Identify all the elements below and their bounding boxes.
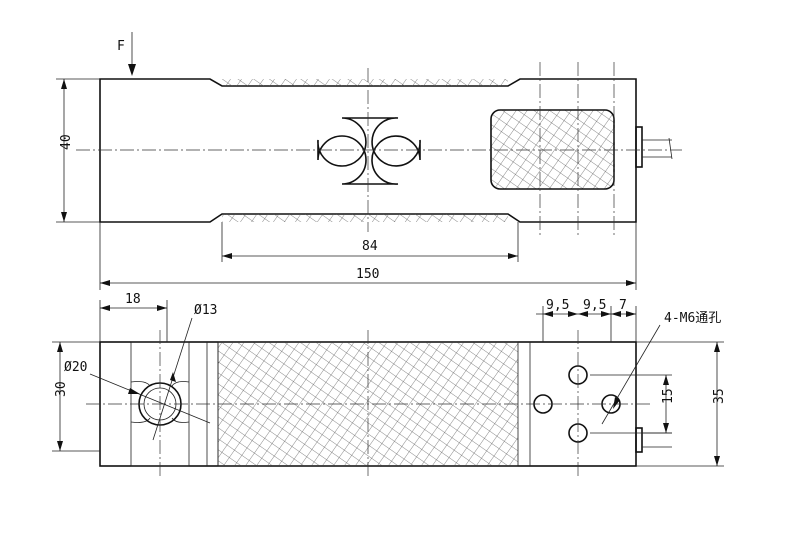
leader-m6 [601,324,661,425]
dim-pitch-row [536,306,637,342]
hole-note-label: 4-M6通孔 [664,311,721,326]
force-label: F [117,39,125,54]
dim-height-30 [52,341,100,452]
dim-edge-label: 18 [125,292,141,307]
dim-height-35 [636,341,724,467]
dim-height-15 [590,374,672,434]
dim-pitch-1-label: 9,5 [546,298,569,313]
dim-edge-18 [99,300,168,342]
cable-gland-bottom [635,427,643,453]
center-cutout [317,117,421,185]
top-view: F 40 [56,32,682,290]
dim-length-label: 150 [356,267,379,282]
hatch-strip-top [222,79,508,86]
dim-gauge-label: 84 [362,239,378,254]
dim-height-40 [56,78,100,223]
dim-length-150 [99,222,637,290]
dim-pitch-3-label: 7 [619,298,627,313]
force-arrow [128,32,136,76]
dim-hole-large-label: Ø20 [64,360,87,375]
bottom-view: 18 Ø13 Ø20 30 9 [52,292,727,478]
dim-height-right-inner-label: 15 [661,388,676,404]
dim-height-left-label: 30 [54,381,69,397]
dim-hole-small-label: Ø13 [194,303,217,318]
leader-d20 [89,373,211,424]
potting-window-outline [490,109,615,190]
dim-pitch-2-label: 9,5 [583,298,606,313]
dim-gauge-84 [221,222,519,262]
hatch-strip-bottom [222,214,508,222]
dim-height-label: 40 [59,134,74,150]
dim-height-right-label: 35 [712,388,727,404]
potting-window [491,110,614,189]
cable-gland-top [635,126,643,168]
